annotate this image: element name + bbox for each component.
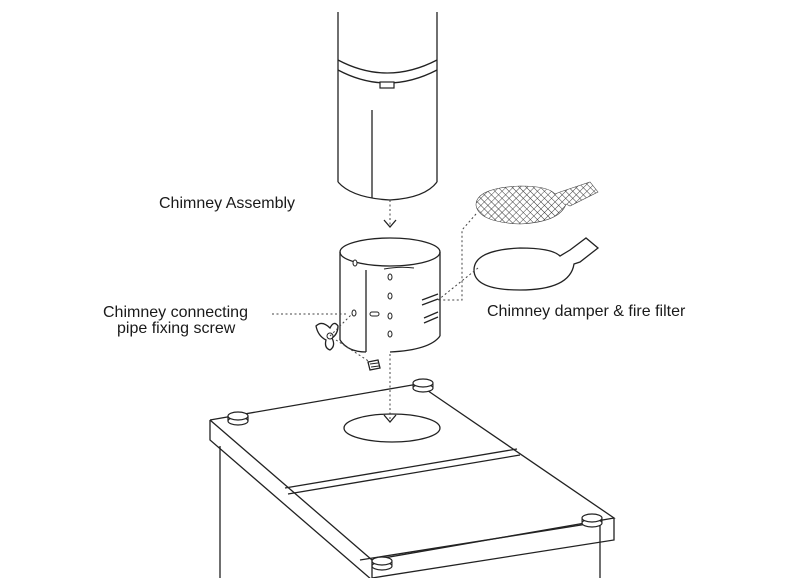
- assembly-arrow-bottom: [383, 354, 397, 423]
- label-screw-line1: Chimney connecting: [103, 304, 248, 321]
- fire-filter-mesh: [475, 181, 599, 225]
- wing-nut-screw: [315, 313, 381, 371]
- label-chimney-assembly: Chimney Assembly: [159, 195, 296, 212]
- stove-body: [209, 378, 616, 578]
- damper-plate: [473, 237, 600, 291]
- label-screw-line2: pipe fixing screw: [117, 320, 236, 337]
- label-damper-filter: Chimney damper & fire filter: [487, 303, 686, 320]
- chimney-pipe: [337, 12, 438, 201]
- assembly-arrow-top: [383, 200, 397, 228]
- damper-leaders: [437, 213, 479, 301]
- chimney-connector: [339, 237, 441, 353]
